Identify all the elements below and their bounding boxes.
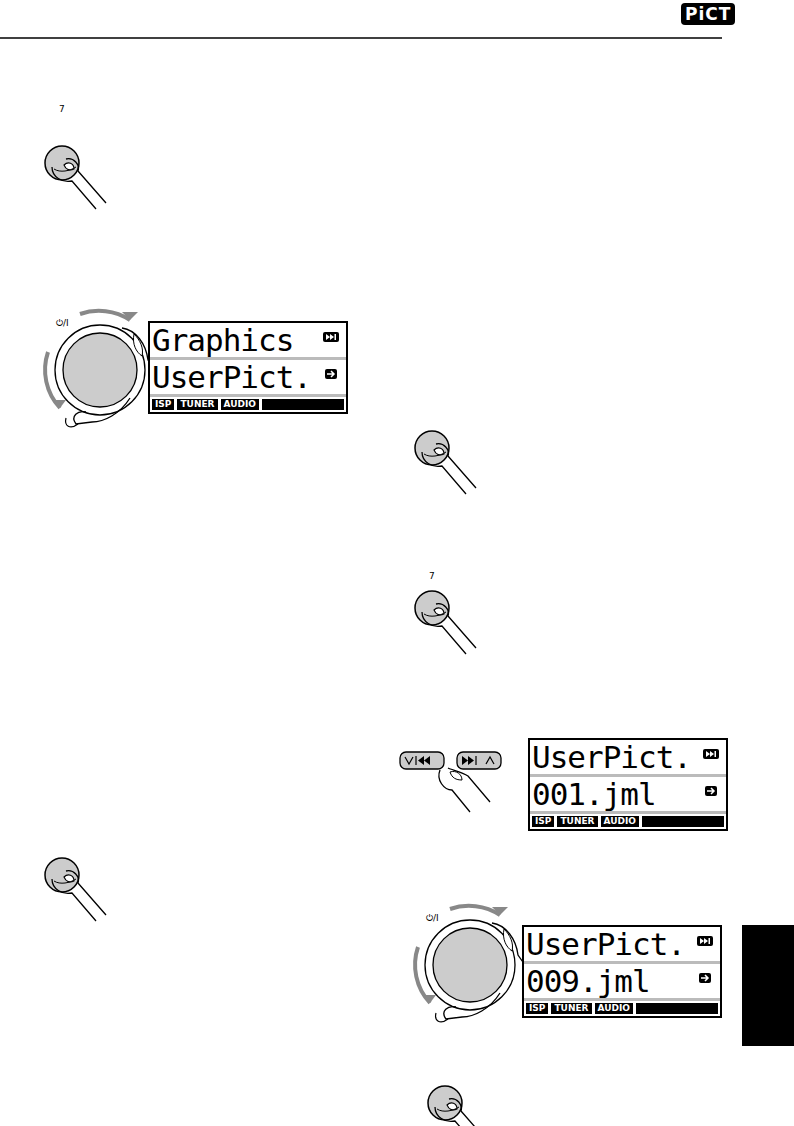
lcd-indicator-bar: ISPTUNER AUDIO <box>530 814 726 829</box>
indicator: ISP <box>532 816 554 827</box>
button-number: 7 <box>429 571 435 581</box>
lcd-icon <box>696 935 716 995</box>
indicator: AUDIO <box>595 1003 633 1014</box>
lcd-display: UserPict.001.jmlISPTUNER AUDIO <box>528 738 728 831</box>
indicator-fill <box>262 399 344 410</box>
lcd-line: UserPict. <box>524 927 720 964</box>
indicator: AUDIO <box>221 399 259 410</box>
lcd-icon <box>322 331 342 391</box>
indicator-fill <box>636 1003 718 1014</box>
lcd-display: GraphicsUserPict. ISPTUNER AUDIO <box>148 321 348 414</box>
lcd-line: Graphics <box>150 323 346 360</box>
power-mark: ⏻/I <box>56 318 69 328</box>
lcd-indicator-bar: ISPTUNER AUDIO <box>150 397 346 412</box>
power-mark: ⏻/I <box>426 913 439 923</box>
logo: PiCT <box>681 3 735 25</box>
lcd-line: 009.jml <box>524 964 720 1001</box>
lcd-line: 001.jml <box>530 777 726 814</box>
lcd-line: UserPict. <box>150 360 346 397</box>
indicator-fill <box>642 816 724 827</box>
indicator: ISP <box>152 399 174 410</box>
button-number: 7 <box>59 104 65 114</box>
indicator: TUNER <box>557 816 597 827</box>
indicator: AUDIO <box>601 816 639 827</box>
indicator: TUNER <box>551 1003 591 1014</box>
lcd-indicator-bar: ISPTUNER AUDIO <box>524 1001 720 1016</box>
indicator: ISP <box>526 1003 548 1014</box>
indicator: TUNER <box>177 399 217 410</box>
lcd-icon <box>702 748 722 808</box>
lcd-display: UserPict.009.jmlISPTUNER AUDIO <box>522 925 722 1018</box>
lcd-line: UserPict. <box>530 740 726 777</box>
